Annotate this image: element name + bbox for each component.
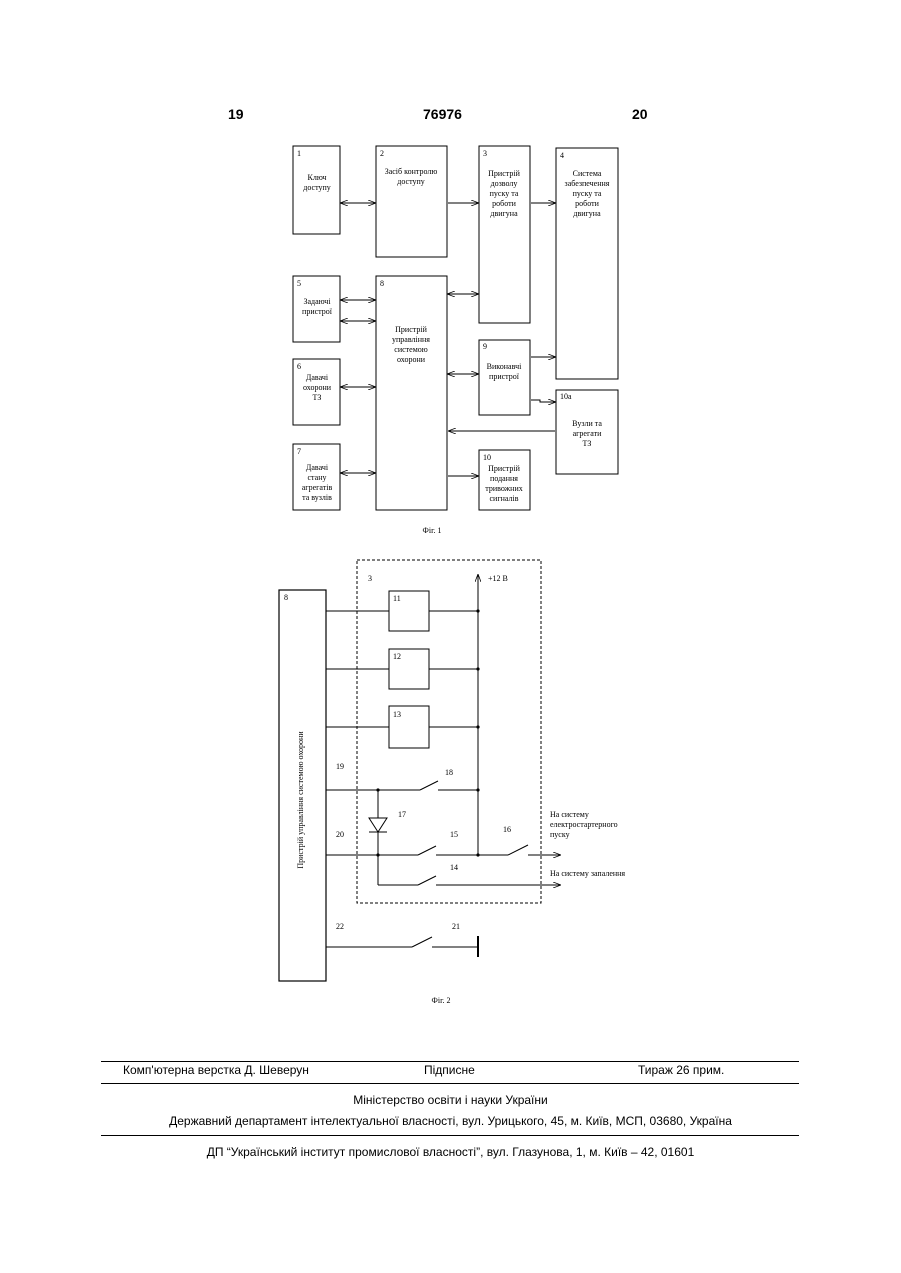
- fig1-block-6-label: ДавачіохорониТЗ: [303, 373, 332, 402]
- fig2-block-3-num: 3: [368, 574, 372, 583]
- fig2-label-22: 22: [336, 922, 344, 931]
- fig1-block-8-num: 8: [380, 279, 384, 288]
- footer-department: Державний департамент інтелектуальної вл…: [0, 1114, 901, 1128]
- fig1-block-6-num: 6: [297, 362, 301, 371]
- fig2-label-15: 15: [450, 830, 458, 839]
- fig2-block-8-label: Пристрій управління системою охорони: [296, 731, 305, 869]
- fig2-switch-18: [420, 781, 438, 790]
- footer-circulation: Тираж 26 прим.: [638, 1063, 724, 1077]
- fig1-block-3-num: 3: [483, 149, 487, 158]
- fig1-block-5-label: Задаючіпристрої: [302, 297, 333, 316]
- fig2-switch-15: [418, 846, 436, 855]
- fig1-block-10-num: 10: [483, 453, 491, 462]
- fig2-junction: [476, 667, 479, 670]
- fig2-label-17: 17: [398, 810, 406, 819]
- fig2-label-20: 20: [336, 830, 344, 839]
- fig2-junction: [376, 788, 379, 791]
- fig1-block-7-label: Давачістануагрегатівта вузлів: [302, 463, 333, 502]
- footer-rule-top: [101, 1061, 799, 1062]
- fig1-block-2-num: 2: [380, 149, 384, 158]
- fig2-label-21: 21: [452, 922, 460, 931]
- footer-institute: ДП “Український інститут промислової вла…: [0, 1145, 901, 1159]
- fig1-block-8: [376, 276, 447, 510]
- fig2-junction: [476, 609, 479, 612]
- footer-rule-middle: [101, 1083, 799, 1084]
- fig1-labels: 1 Ключдоступу 2 Засіб контролюдоступу 3 …: [297, 149, 610, 535]
- fig1-caption: Фіг. 1: [423, 526, 442, 535]
- fig1-block-1-label: Ключдоступу: [303, 173, 331, 192]
- fig2-switch-21: [412, 937, 432, 947]
- fig1-block-2-label: Засіб контролюдоступу: [385, 167, 438, 186]
- fig2-label-19: 19: [336, 762, 344, 771]
- fig1-block-3-label: Пристрійдозволупуску тароботидвигуна: [488, 169, 520, 218]
- fig1-block-10-label: Пристрійподаннятривожнихсигналів: [485, 464, 523, 503]
- fig2-relay-13-num: 13: [393, 710, 401, 719]
- fig2-junction: [476, 725, 479, 728]
- fig2-junction: [476, 853, 479, 856]
- fig2-block-8-num: 8: [284, 593, 288, 602]
- fig1-block-7-num: 7: [297, 447, 301, 456]
- fig1-block-9-num: 9: [483, 342, 487, 351]
- fig2-label-14: 14: [450, 863, 458, 872]
- fig2-output-starter-label: На системуелектростартерногопуску: [550, 810, 618, 839]
- footer-ministry: Міністерство освіти і науки України: [0, 1093, 901, 1107]
- fig2-output-ignition-label: На систему запалення: [550, 869, 625, 878]
- fig2-junction: [476, 788, 479, 791]
- fig2-circuit: [279, 560, 560, 981]
- fig1-block-10a-label: Вузли таагрегатиТЗ: [572, 419, 602, 448]
- fig1-block-1-num: 1: [297, 149, 301, 158]
- fig1-block-diagram: [293, 146, 618, 510]
- fig2-label-18: 18: [445, 768, 453, 777]
- footer-typesetting: Комп'ютерна верстка Д. Шеверун: [123, 1063, 309, 1077]
- footer-rule-bottom: [101, 1135, 799, 1136]
- fig2-junctions: [376, 609, 479, 856]
- fig1-link-9-10a: [531, 400, 555, 402]
- fig1-block-8-label: Пристрійуправліннясистемоюохорони: [392, 325, 430, 364]
- fig2-relay-11-num: 11: [393, 594, 401, 603]
- fig2-switch-16: [508, 845, 528, 855]
- fig2-label-16: 16: [503, 825, 511, 834]
- fig2-switch-14: [418, 876, 436, 885]
- fig2-diode-17: [369, 818, 387, 832]
- fig1-block-4-label: Системазабезпеченняпуску тароботидвигуна: [565, 169, 610, 218]
- fig1-block-5-num: 5: [297, 279, 301, 288]
- fig1-block-9-label: Виконавчіпристрої: [487, 362, 522, 381]
- footer-signed: Підписне: [424, 1063, 475, 1077]
- fig1-block-4-num: 4: [560, 151, 564, 160]
- fig1-block-2: [376, 146, 447, 257]
- fig2-relay-12-num: 12: [393, 652, 401, 661]
- fig2-junction: [376, 853, 379, 856]
- fig2-voltage-label: +12 В: [488, 574, 508, 583]
- fig1-block-10a-num: 10а: [560, 392, 572, 401]
- fig2-caption: Фіг. 2: [432, 996, 451, 1005]
